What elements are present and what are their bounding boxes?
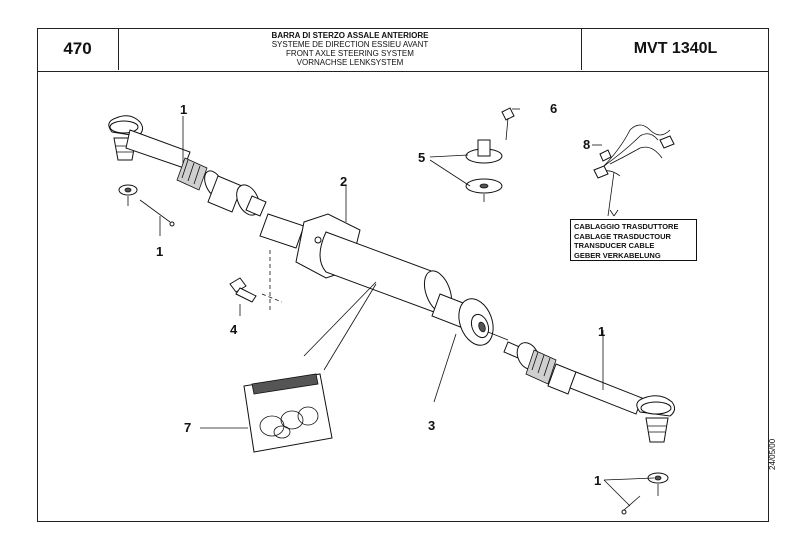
callout-1-right: 1	[598, 324, 605, 339]
model-code: MVT 1340L	[581, 28, 769, 70]
sensor-mount	[465, 107, 515, 202]
mounting-bolt	[229, 250, 283, 310]
callout-8: 8	[583, 137, 590, 152]
drawing-frame	[37, 28, 769, 522]
title-line-de: VORNACHSE LENKSYSTEM	[296, 58, 404, 67]
title-block: 470 BARRA DI STERZO ASSALE ANTERIORE SYS…	[37, 28, 769, 72]
callout-5: 5	[418, 150, 425, 165]
callout-4: 4	[230, 322, 238, 337]
callout-1-top: 1	[180, 102, 187, 117]
drawing-title: BARRA DI STERZO ASSALE ANTERIORE SYSTEME…	[119, 28, 581, 70]
callout-1-bottom: 1	[594, 473, 601, 488]
callout-3: 3	[428, 418, 435, 433]
left-washer-and-pin	[118, 184, 175, 227]
title-line-fr: SYSTEME DE DIRECTION ESSIEU AVANT	[271, 40, 429, 49]
transducer-harness	[593, 124, 675, 217]
callout-6: 6	[550, 101, 557, 116]
page-number: 470	[37, 28, 119, 70]
title-line-it: BARRA DI STERZO ASSALE ANTERIORE	[271, 31, 429, 40]
cable-label-it: CABLAGGIO TRASDUTTORE	[574, 222, 679, 231]
right-tie-rod-end	[503, 341, 676, 443]
callout-7: 7	[184, 420, 191, 435]
cable-label-fr: CABLAGE TRASDUCTOUR	[574, 231, 671, 241]
steering-cylinder	[259, 213, 509, 346]
leader-lines	[159, 108, 655, 507]
callout-2: 2	[340, 174, 347, 189]
title-line-en: FRONT AXLE STEERING SYSTEM	[286, 49, 414, 58]
left-tie-rod-end	[108, 115, 267, 217]
callout-1-left: 1	[156, 244, 163, 259]
seal-kit	[243, 281, 377, 453]
transducer-cable-label: CABLAGGIO TRASDUTTORE CABLAGE TRASDUCTOU…	[570, 219, 697, 261]
cable-label-en: TRANSDUCER CABLE	[574, 241, 655, 250]
cable-label-de: GEBER VERKABELUNG	[574, 250, 661, 260]
